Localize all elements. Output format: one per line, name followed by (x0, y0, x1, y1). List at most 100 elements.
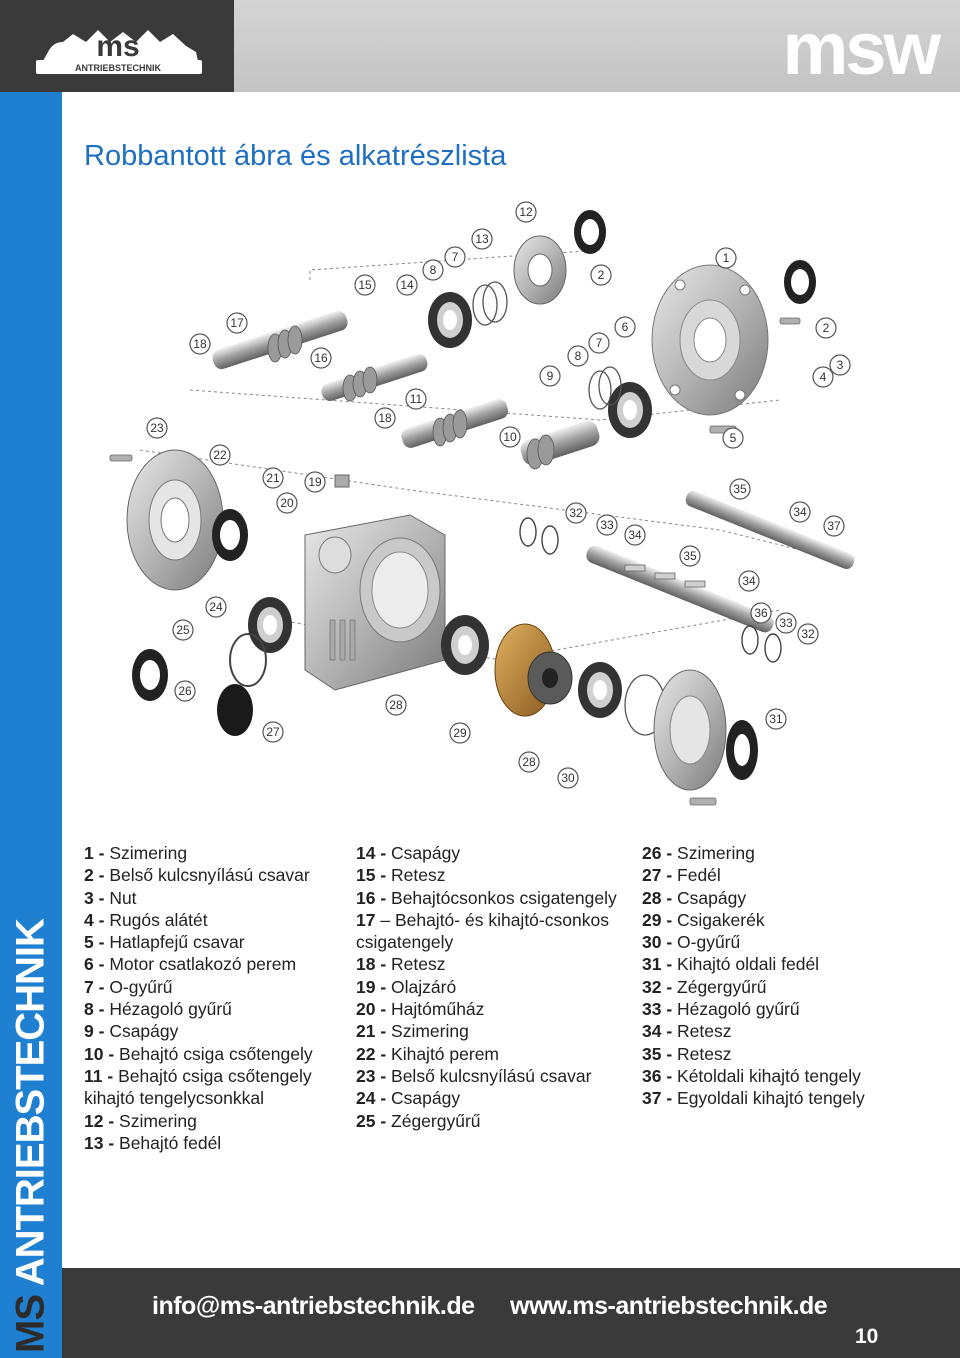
part-name: Szimering (109, 843, 188, 863)
part-list-item: 36 - Kétoldali kihajtó tengely (642, 1065, 872, 1087)
callout-4: 4 (812, 366, 834, 388)
part-list-item: 30 - O-gyűrű (642, 931, 872, 953)
part-number: 10 - (84, 1043, 115, 1064)
part-number: 31 - (642, 954, 673, 975)
part-list-item: 8 - Hézagoló gyűrű (84, 998, 349, 1020)
part-name: Behajtó csiga csőtengely (119, 1043, 313, 1064)
sidebar (0, 92, 62, 1358)
svg-text:36: 36 (754, 606, 768, 620)
svg-text:29: 29 (453, 726, 467, 740)
oil-seal-right (726, 720, 758, 780)
part-list-item: 24 - Csapágy (356, 1087, 626, 1109)
part-name: Belső kulcsnyílású csavar (109, 865, 310, 886)
callout-28b: 28 (518, 751, 540, 773)
svg-text:10: 10 (503, 430, 517, 444)
part-list-item: 26 - Szimering (642, 842, 872, 864)
callout-7: 7 (588, 332, 610, 354)
part-number: 26 - (642, 843, 673, 863)
bearing-14 (428, 292, 472, 348)
part-name: Retesz (391, 865, 446, 886)
svg-text:8: 8 (575, 349, 582, 363)
part-number: 32 - (642, 976, 673, 997)
oil-seal-26 (132, 649, 168, 701)
part-number: 33 - (642, 999, 673, 1020)
gearbox-housing-20 (304, 474, 446, 691)
sidebar-brand-part1: MS (8, 1294, 53, 1353)
svg-text:4: 4 (820, 370, 827, 384)
part-list-item: 10 - Behajtó csiga csőtengely (84, 1043, 349, 1065)
callout-16: 16 (310, 347, 332, 369)
callout-17: 17 (226, 312, 248, 334)
svg-text:37: 37 (827, 519, 841, 533)
callout-18: 18 (189, 333, 211, 355)
footer-email-link[interactable]: info@ms-antriebstechnik.de (152, 1292, 475, 1320)
part-list-item: 29 - Csigakerék (642, 909, 872, 931)
part-number: 4 - (84, 909, 105, 930)
callout-2b: 2 (815, 317, 837, 339)
svg-text:34: 34 (628, 528, 642, 542)
svg-text:21: 21 (266, 471, 280, 485)
part-list-item: 15 - Retesz (356, 864, 626, 886)
callout-9: 9 (539, 365, 561, 387)
part-name: Kihajtó perem (391, 1043, 500, 1064)
callout-3: 3 (829, 354, 851, 376)
part-number: 8 - (84, 999, 105, 1020)
svg-text:28: 28 (389, 698, 403, 712)
part-name: Zégergyűrű (391, 1110, 481, 1131)
part-list-item: 12 - Szimering (84, 1110, 349, 1132)
part-number: 3 - (84, 887, 105, 908)
part-name: Zégergyűrű (677, 976, 767, 997)
part-number: 29 - (642, 909, 673, 930)
svg-text:27: 27 (266, 725, 280, 739)
part-callouts: 1 2 2 3 4 5 6 7 7 8 8 9 10 11 12 13 14 1… (146, 201, 851, 789)
svg-text:30: 30 (561, 771, 575, 785)
exploded-diagram: 1 2 2 3 4 5 6 7 7 8 8 9 10 11 12 13 14 1… (109, 201, 855, 806)
part-number: 25 - (356, 1110, 387, 1131)
part-list-item: 27 - Fedél (642, 864, 872, 886)
part-list-item: 2 - Belső kulcsnyílású csavar (84, 864, 349, 886)
part-number: 20 - (356, 999, 387, 1020)
callout-28: 28 (385, 694, 407, 716)
part-list-item: 23 - Belső kulcsnyílású csavar (356, 1065, 626, 1087)
svg-text:14: 14 (400, 278, 414, 292)
svg-text:ANTRIEBSTECHNIK: ANTRIEBSTECHNIK (75, 63, 162, 73)
footer-website-link[interactable]: www.ms-antriebstechnik.de (510, 1292, 828, 1320)
svg-text:19: 19 (308, 475, 322, 489)
part-list-item: 22 - Kihajtó perem (356, 1043, 626, 1065)
part-number: 36 - (642, 1065, 673, 1086)
part-name: Kihajtó oldali fedél (677, 954, 820, 975)
callout-5: 5 (722, 427, 744, 449)
oil-seal-21 (212, 509, 248, 561)
callout-36: 36 (750, 602, 772, 624)
part-list-item: 16 - Behajtócsonkos csigatengely (356, 887, 626, 909)
part-name: Szimering (119, 1110, 197, 1131)
part-name: Csapágy (391, 843, 461, 863)
svg-text:32: 32 (801, 627, 815, 641)
svg-text:35: 35 (683, 549, 697, 563)
callout-6: 6 (614, 316, 636, 338)
svg-text:5: 5 (730, 431, 737, 445)
svg-text:22: 22 (213, 448, 227, 462)
header-bar: msw (234, 0, 960, 92)
part-number: 19 - (356, 976, 387, 997)
motor-flange-6 (651, 264, 769, 416)
svg-text:28: 28 (522, 755, 536, 769)
svg-text:1: 1 (723, 251, 730, 265)
callout-34: 34 (624, 524, 646, 546)
callout-34b: 34 (738, 570, 760, 592)
input-worm-shaft-16 (321, 354, 428, 402)
callout-33: 33 (596, 514, 618, 536)
svg-text:7: 7 (452, 250, 459, 264)
part-name: Retesz (391, 954, 446, 975)
shims-and-circlips (519, 517, 782, 663)
part-number: 2 - (84, 865, 105, 886)
part-list-item: 6 - Motor csatlakozó perem (84, 953, 349, 975)
svg-text:24: 24 (209, 600, 223, 614)
callout-33b: 33 (775, 612, 797, 634)
callout-7b: 7 (444, 246, 466, 268)
callout-21: 21 (262, 467, 284, 489)
part-name: Rugós alátét (109, 909, 208, 930)
callout-29: 29 (449, 722, 471, 744)
oil-seal-12 (574, 210, 606, 254)
